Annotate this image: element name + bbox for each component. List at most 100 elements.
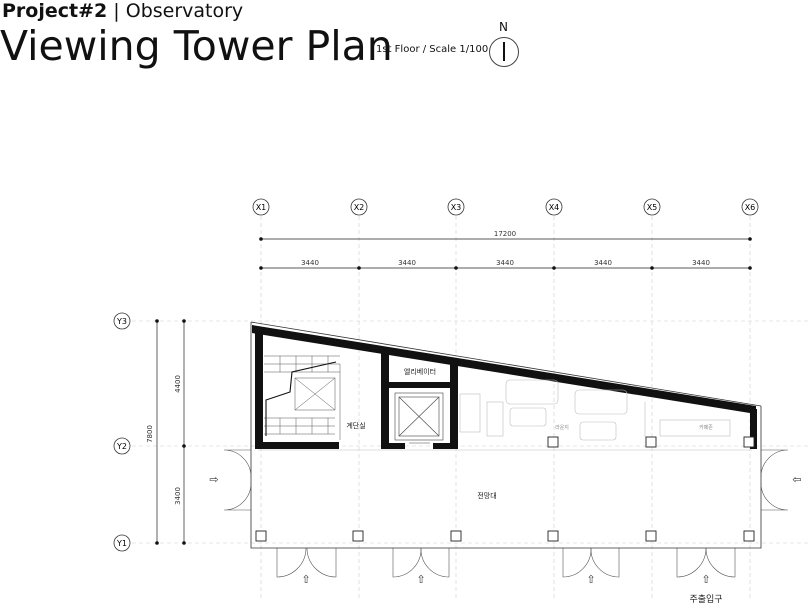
dim-label-bay: 3440 (594, 259, 612, 267)
wall-core-south-b (433, 443, 458, 449)
project-line: Project#2 | Observatory (2, 0, 243, 22)
entry-arrow-up-icon: ⇧ (301, 573, 310, 586)
entry-arrows: ⇨ ⇦ ⇧ ⇧ ⇧ ⇧ (209, 473, 801, 586)
grid-label-y3: Y3 (116, 317, 127, 326)
north-label: N (499, 20, 508, 34)
entry-arrow-up-icon: ⇧ (701, 573, 710, 586)
column (645, 530, 657, 542)
grid-bubble-y1 (113, 534, 131, 552)
dim-tick (357, 266, 361, 270)
grid-label-y2: Y2 (116, 442, 127, 451)
grid-label-x1: X1 (256, 203, 267, 212)
door-south (420, 547, 450, 578)
elevator-inner (398, 396, 440, 437)
dim-tick (552, 266, 556, 270)
wall-stair-south (255, 442, 339, 449)
column (547, 530, 559, 542)
door-west-top (223, 449, 252, 478)
room-labels: 엘리베이터 계단실 라운지 카페존 전망대 주출입구 (346, 367, 722, 603)
walls (252, 325, 757, 449)
column (352, 530, 364, 542)
dim-tick (182, 444, 186, 448)
room-label-lounge: 라운지 (555, 424, 569, 431)
dim-tick (748, 266, 752, 270)
stair-direction-line (265, 361, 337, 436)
stair-landing (294, 377, 336, 411)
column (645, 436, 657, 448)
dimension-ticks-y (155, 319, 186, 545)
wall-core-south-a (381, 443, 405, 449)
grid-bubbles-y: Y3 Y2 Y1 (113, 312, 131, 552)
entry-arrow-up-icon: ⇧ (416, 573, 425, 586)
sofa (574, 389, 628, 415)
stair (264, 355, 341, 440)
door-south (590, 547, 620, 578)
stair-arrow (265, 361, 337, 436)
door-south (392, 547, 422, 578)
column (743, 530, 755, 542)
column (743, 436, 755, 448)
dim-label-bay-y: 3400 (174, 487, 182, 505)
entry-arrow-right-icon: ⇨ (209, 473, 218, 486)
separator: | (113, 0, 120, 22)
elevator-car (394, 392, 444, 441)
dim-label-bay-y: 4400 (174, 375, 182, 393)
north-arrow-icon: N (488, 20, 520, 72)
dim-label-bay: 3440 (496, 259, 514, 267)
entry-arrow-left-icon: ⇦ (792, 473, 801, 486)
door-east-bottom (760, 482, 789, 511)
dim-tick (454, 266, 458, 270)
door-south (676, 547, 707, 578)
door-west-bottom (223, 482, 252, 511)
dimension-lines-y (156, 321, 185, 543)
stair-landing-cross (294, 377, 336, 411)
dim-label-overall-x: 17200 (494, 230, 516, 238)
dimension-ticks-x (259, 237, 752, 270)
grid-label-x3: X3 (451, 203, 462, 212)
grid-label-y1: Y1 (116, 539, 127, 548)
grid-lines (132, 216, 808, 600)
table (509, 407, 547, 427)
dim-label-bay: 3440 (301, 259, 319, 267)
room-label-elevator-hall: 엘리베이터 (404, 367, 436, 376)
wall-west (255, 328, 263, 449)
door-south (276, 547, 307, 578)
dim-tick (259, 266, 263, 270)
table (579, 421, 617, 441)
outer-envelope-slope (250, 321, 762, 407)
elevator-cross (398, 396, 440, 437)
wall-core-west (381, 351, 389, 449)
dim-label-overall-y: 7800 (146, 425, 154, 443)
dim-tick (155, 319, 159, 323)
door-south (705, 547, 736, 578)
grid-label-x5: X5 (647, 203, 658, 212)
grid-bubble-x2 (350, 198, 368, 216)
room-label-stair: 계단실 (346, 421, 365, 430)
wall-north (252, 325, 756, 414)
elevator (394, 392, 444, 444)
wall-core-east (450, 362, 458, 449)
grid-bubbles-x: X1 X2 X3 X4 X5 X6 (252, 198, 759, 216)
door-south (562, 547, 592, 578)
project-name: Observatory (125, 0, 244, 22)
doors (223, 449, 789, 578)
main-entrance-label: 주출입구 (689, 593, 722, 603)
grid-label-x2: X2 (354, 203, 365, 212)
wall-east (750, 409, 757, 449)
dimension-labels-y: 7800 4400 3400 (146, 375, 182, 505)
grid-bubble-x5 (643, 198, 661, 216)
room-label-observation: 전망대 (477, 491, 496, 500)
north-circle (489, 37, 519, 67)
dim-tick (259, 237, 263, 241)
subtitle: 1st Floor / Scale 1/100 (376, 44, 489, 55)
column (255, 530, 267, 542)
dim-label-bay: 3440 (692, 259, 710, 267)
wall-core-mid (381, 382, 458, 388)
grid-bubble-y3 (113, 312, 131, 330)
project-label: Project#2 (2, 0, 108, 22)
grid-bubble-x4 (545, 198, 563, 216)
dim-tick (748, 237, 752, 241)
dim-tick (182, 319, 186, 323)
room-label-cafe: 카페존 (699, 424, 713, 431)
